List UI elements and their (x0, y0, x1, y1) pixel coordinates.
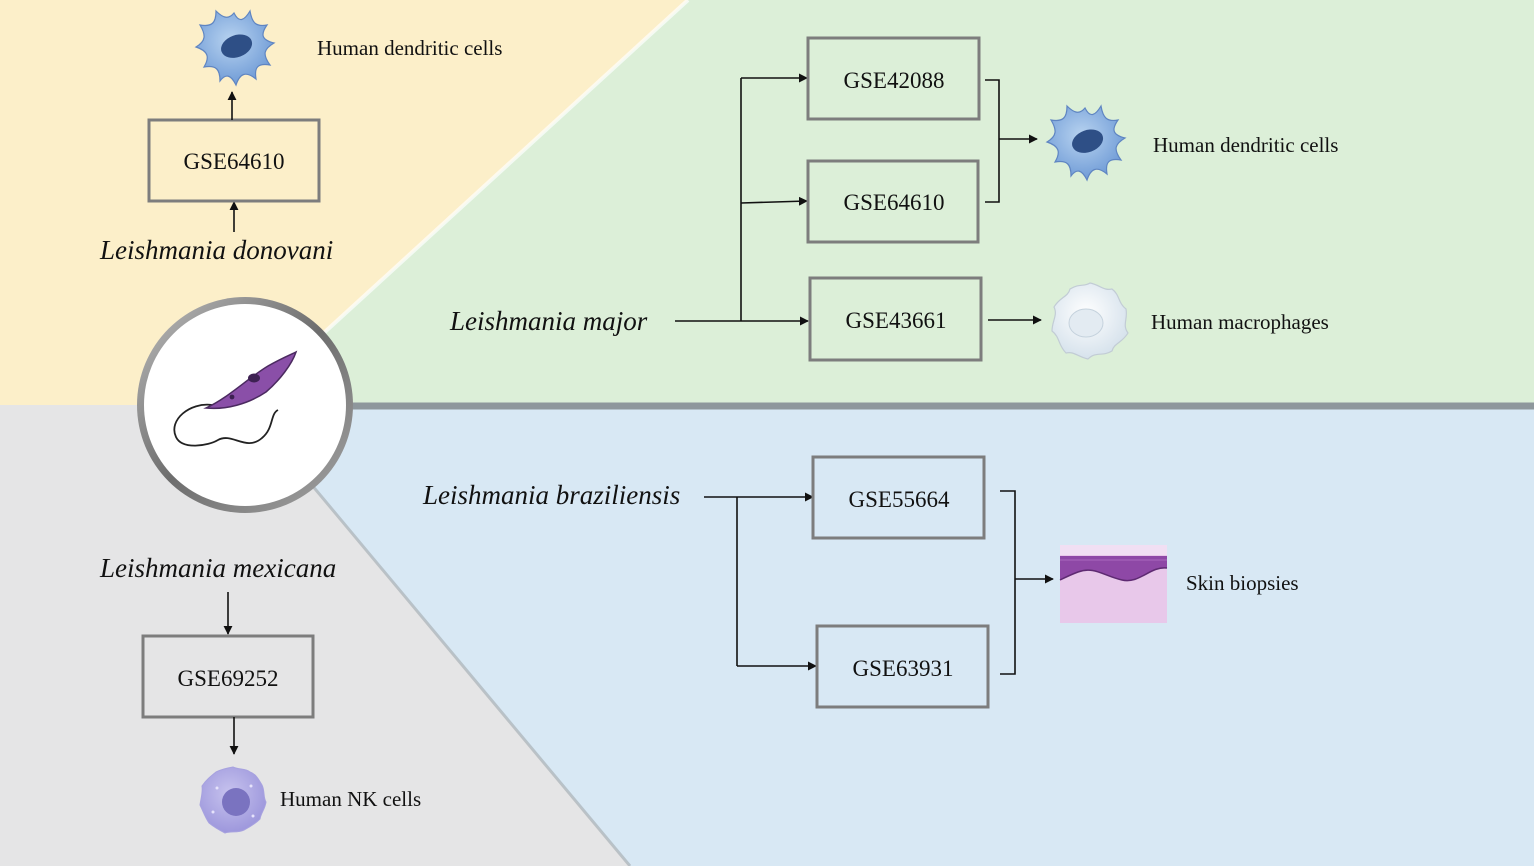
leishmania-promastigote-icon (173, 350, 298, 447)
species-label-donovani: Leishmania donovani (99, 235, 333, 265)
species-label-major: Leishmania major (449, 306, 648, 336)
skin-tissue-icon (1059, 545, 1168, 623)
species-label-braziliensis: Leishmania braziliensis (422, 480, 680, 510)
dataset-box-mexicana[interactable] (141, 634, 315, 719)
dataset-label-braz-2: GSE63931 (853, 656, 954, 681)
nk-cell-icon (199, 766, 267, 834)
dataset-label-braz-1: GSE55664 (849, 487, 950, 512)
bracket-braz (1000, 490, 1016, 675)
cell-label-donovani: Human dendritic cells (317, 36, 502, 60)
region-braziliensis (245, 405, 1534, 866)
dataset-label-donovani: GSE64610 (184, 149, 285, 174)
species-label-mexicana: Leishmania mexicana (99, 553, 336, 583)
dataset-box-major-2[interactable] (806, 159, 980, 244)
dendritic-cell-icon (194, 9, 276, 87)
cell-label-mexicana: Human NK cells (280, 787, 421, 811)
dataset-label-major-2: GSE64610 (844, 190, 945, 215)
region-major (245, 0, 1534, 405)
dataset-label-major-1: GSE42088 (844, 68, 945, 93)
cell-label-major-mac: Human macrophages (1151, 310, 1329, 334)
dataset-box-major-1[interactable] (806, 36, 981, 121)
cell-label-major-dc: Human dendritic cells (1153, 133, 1338, 157)
dataset-box-donovani[interactable] (147, 118, 321, 203)
dataset-label-mexicana: GSE69252 (178, 666, 279, 691)
dataset-box-braz-2[interactable] (815, 624, 990, 709)
dataset-label-major-3: GSE43661 (846, 308, 947, 333)
dataset-box-major-3[interactable] (808, 276, 983, 362)
arrow-major-to-gse2 (740, 196, 808, 206)
cell-label-braziliensis: Skin biopsies (1186, 571, 1299, 595)
dataset-box-braz-1[interactable] (811, 455, 986, 540)
parasite-badge (137, 297, 353, 513)
bracket-major-dc (985, 79, 1000, 203)
dendritic-cell-icon (1045, 104, 1127, 182)
macrophage-icon (1051, 282, 1129, 360)
